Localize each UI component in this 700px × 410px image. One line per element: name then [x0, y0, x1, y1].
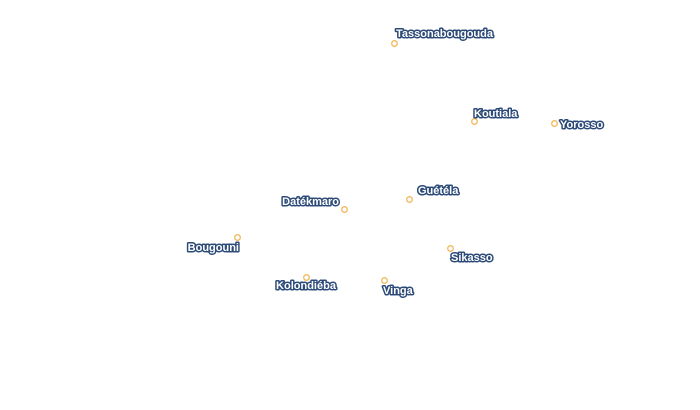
place-label: Koutiala — [474, 108, 518, 120]
place-label: Kolondiéba — [276, 280, 337, 292]
place-marker[interactable] — [341, 206, 348, 213]
place-kolondieba[interactable]: Kolondiéba — [275, 274, 338, 294]
place-marker[interactable] — [303, 274, 310, 281]
place-marker[interactable] — [391, 40, 398, 47]
place-marker[interactable] — [381, 277, 388, 284]
place-label: Bougouni — [188, 242, 239, 254]
place-marker[interactable] — [447, 245, 454, 252]
place-tassonabougouda[interactable]: Tassonabougouda — [391, 27, 495, 47]
place-label: Guétéla — [418, 185, 459, 197]
place-bougouni[interactable]: Bougouni — [186, 234, 241, 256]
place-yorosso[interactable]: Yorosso — [551, 118, 605, 133]
place-marker[interactable] — [471, 118, 478, 125]
place-marker[interactable] — [551, 120, 558, 127]
place-label: Vinga — [383, 285, 414, 297]
place-label: Yorosso — [560, 119, 603, 131]
place-vinga[interactable]: Vinga — [381, 277, 415, 299]
place-marker[interactable] — [234, 234, 241, 241]
place-koutiala[interactable]: Koutiala — [471, 107, 520, 125]
place-sikasso[interactable]: Sikasso — [447, 245, 494, 266]
place-label: Tassonabougouda — [396, 28, 494, 40]
place-label: Datékmaro — [282, 196, 339, 208]
place-datekmaro[interactable]: Datékmaro — [281, 195, 348, 213]
place-guetela[interactable]: Guétéla — [406, 184, 461, 203]
place-label: Sikasso — [451, 252, 493, 264]
place-marker[interactable] — [406, 196, 413, 203]
